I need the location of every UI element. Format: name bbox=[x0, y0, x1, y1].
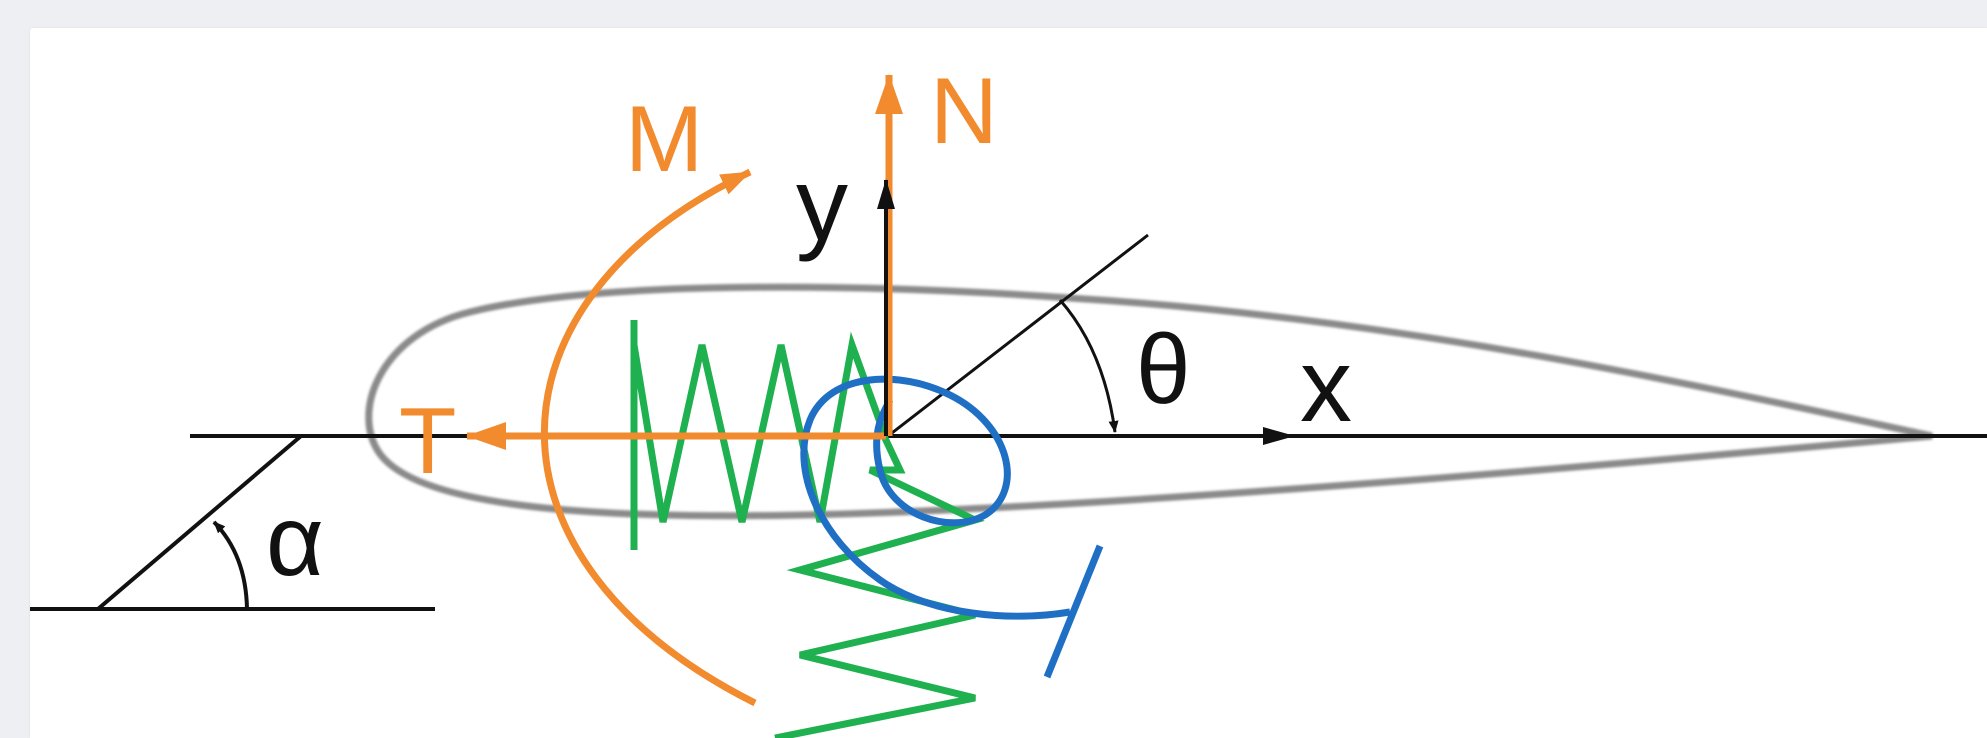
alpha-arc-arrow bbox=[212, 520, 249, 610]
airfoil-diagram: M N y x T θ α bbox=[30, 58, 1987, 738]
diagram-canvas: M N y x T θ α bbox=[30, 28, 1987, 738]
x-axis-label: x bbox=[1300, 328, 1352, 444]
moment-label: M bbox=[625, 86, 703, 191]
alpha-inclined-line bbox=[96, 434, 303, 611]
alpha-label: α bbox=[266, 485, 324, 597]
y-axis-label: y bbox=[796, 147, 848, 263]
torsion-spring bbox=[800, 375, 1071, 620]
torsion-spring-anchor bbox=[1043, 544, 1104, 679]
vertical-spring bbox=[774, 434, 985, 738]
normal-force-label: N bbox=[930, 58, 998, 163]
airfoil-outline bbox=[365, 283, 1933, 520]
moment-arc-arrow bbox=[540, 168, 757, 707]
theta-line bbox=[887, 233, 1149, 438]
theta-label: θ bbox=[1136, 314, 1191, 424]
tangential-force-label: T bbox=[399, 388, 456, 493]
theta-arc-arrow bbox=[1058, 299, 1119, 433]
